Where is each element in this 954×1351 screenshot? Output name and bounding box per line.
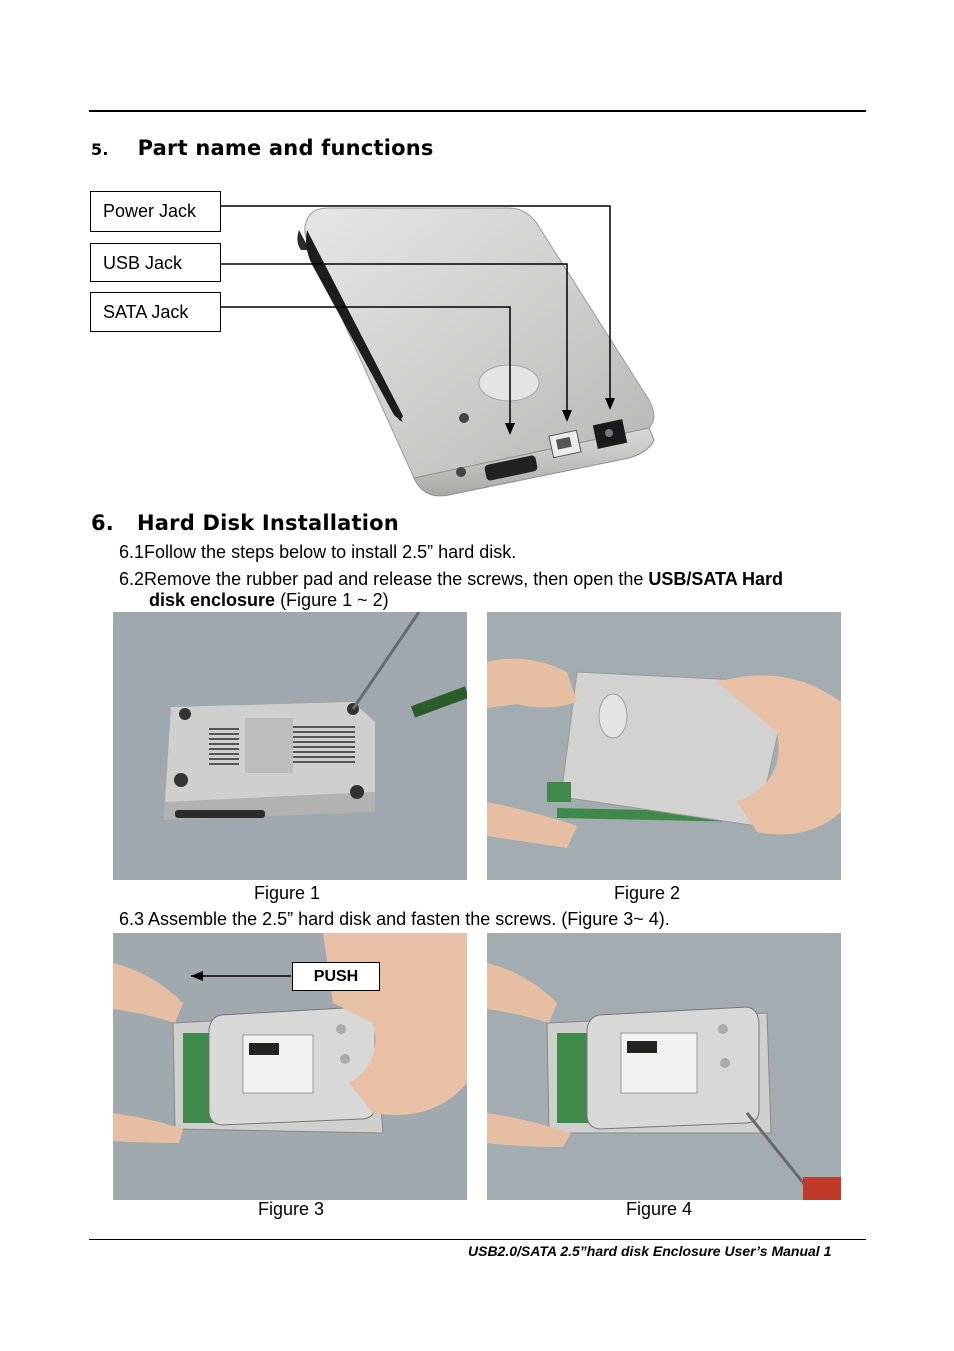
push-label: PUSH [292,962,380,991]
section-5-number: 5. [91,140,109,159]
step-6-3: 6.3 Assemble the 2.5” hard disk and fast… [119,909,670,929]
step-6-2-continued: disk enclosure (Figure 1 ~ 2) [149,589,859,611]
figure-1-photo [113,612,467,880]
enclosure-photo [297,207,655,497]
step-6-2-number: 6.2 [119,569,145,589]
figure-3-photo [113,933,467,1200]
figure-2-photo [487,612,841,880]
section-5-heading: 5. Part name and functions [91,136,434,160]
enclosure-diagram [220,205,655,497]
usb-jack-leader [220,263,568,414]
figure-1-caption: Figure 1 [254,883,321,903]
step-6-2-bold-2: disk enclosure [149,590,276,610]
power-jack-label: Power Jack [90,191,221,232]
footer-rule [89,1239,866,1240]
figure-2-caption: Figure 2 [614,883,681,903]
usb-jack-label: USB Jack [90,243,221,282]
figure-3-caption: Figure 3 [258,1199,325,1219]
section-5-title: Part name and functions [137,136,434,160]
power-jack-arrowhead [605,398,615,410]
section-6-number: 6. [91,511,114,535]
sata-jack-leader [220,306,511,427]
header-rule [89,110,866,112]
usb-jack-arrowhead [562,410,572,422]
figure-4-photo [487,933,841,1200]
footer-text: USB2.0/SATA 2.5”hard disk Enclosure User… [468,1243,832,1259]
section-6-title: Hard Disk Installation [137,511,399,535]
figure-4-caption: Figure 4 [626,1199,693,1219]
sata-jack-arrowhead [505,423,515,435]
step-6-2-post: (Figure 1 ~ 2) [275,590,389,610]
step-6-1-number: 6.1 [119,542,145,562]
section-6-heading: 6. Hard Disk Installation [91,511,399,535]
power-jack-leader [220,205,611,402]
step-6-1: 6.1Follow the steps below to install 2.5… [119,541,859,563]
step-6-2-text: Remove the rubber pad and release the sc… [144,569,649,589]
step-6-1-text: Follow the steps below to install 2.5” h… [144,542,517,562]
step-6-2: 6.2Remove the rubber pad and release the… [119,568,859,590]
step-6-2-bold-1: USB/SATA Hard [648,569,784,589]
sata-jack-label: SATA Jack [90,292,221,332]
